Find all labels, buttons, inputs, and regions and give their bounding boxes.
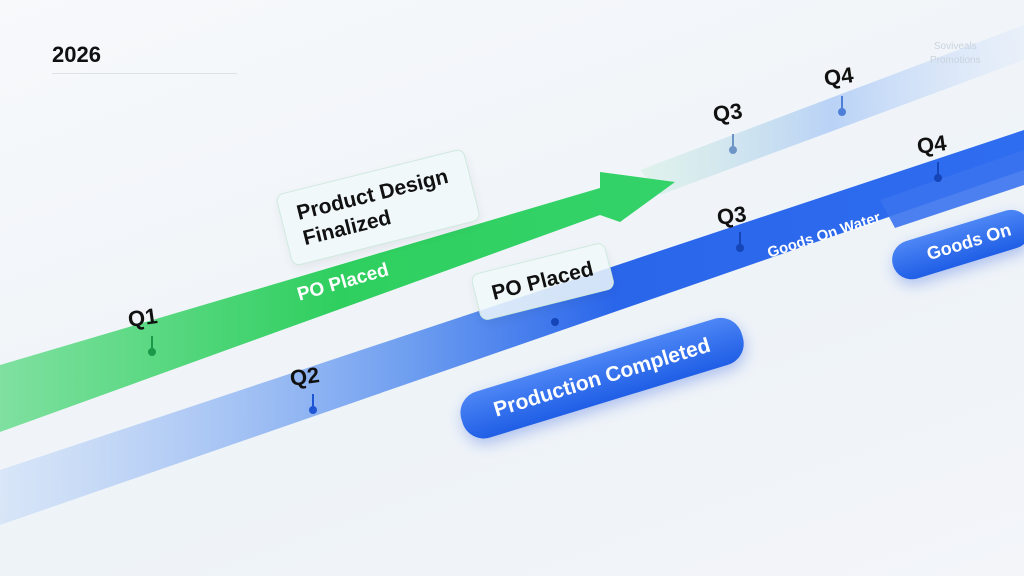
q2-label: Q2 <box>288 362 321 391</box>
top-q3-label: Q3 <box>711 98 744 127</box>
watermark-line1: Soviveals <box>933 41 977 52</box>
q1-label: Q1 <box>126 303 159 332</box>
year-heading: 2026 <box>52 42 101 67</box>
green-arrow-band <box>0 172 675 432</box>
q4-label: Q4 <box>915 130 948 159</box>
watermark-line2: Promotions <box>930 55 981 66</box>
year-divider <box>52 73 237 74</box>
tick-markers <box>148 96 942 414</box>
blue-timeline-band <box>0 130 1024 525</box>
blue-second-band <box>880 150 1024 228</box>
top-q4-label: Q4 <box>822 62 855 91</box>
q3-label: Q3 <box>715 201 748 230</box>
